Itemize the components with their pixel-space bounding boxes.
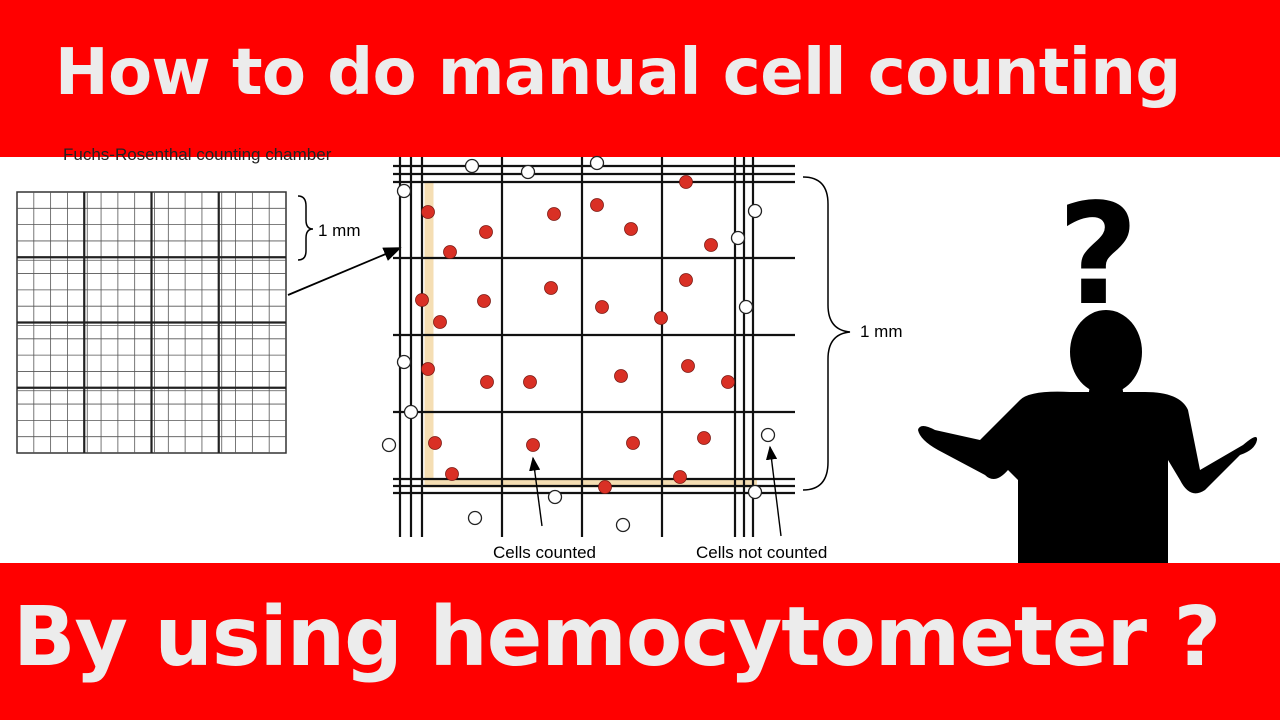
right-scale-brace [802, 176, 851, 491]
subtitle-text: By using hemocytometer ? [13, 590, 1221, 685]
right-scale-label: 1 mm [860, 322, 903, 341]
uncounted-cell [730, 230, 746, 246]
counted-cell [428, 436, 442, 450]
left-scale-brace [297, 195, 314, 261]
chamber-label: Fuchs-Rosenthal counting chamber [63, 145, 332, 164]
zoom-pointer-arrow [287, 247, 402, 296]
counted-cell [480, 375, 494, 389]
question-mark: ? [1057, 174, 1138, 337]
counted-cell [547, 207, 561, 221]
uncounted-cell [403, 404, 419, 420]
uncounted-cell [396, 183, 412, 199]
subtitle-banner [0, 563, 1280, 720]
counted-cell [477, 294, 491, 308]
uncounted-cell [589, 155, 605, 171]
cells-counted-caption: Cells counted [493, 543, 597, 562]
counted-cell [526, 438, 540, 452]
uncounted-cell [547, 489, 563, 505]
cells-not-counted-caption: Cells not counted [696, 543, 828, 562]
uncounted-cell [615, 517, 631, 533]
counted-cell [590, 198, 604, 212]
counted-cell [595, 300, 609, 314]
counting-chamber-grid [16, 191, 287, 454]
counted-cell [673, 470, 687, 484]
counted-cell [624, 222, 638, 236]
counted-cell [704, 238, 718, 252]
title-banner [0, 0, 1280, 157]
uncounted-cell [464, 158, 480, 174]
uncounted-cell [760, 427, 776, 443]
counted-cell [415, 293, 429, 307]
counted-caption-arrow [529, 456, 543, 527]
counted-cell [421, 205, 435, 219]
counted-cell [697, 431, 711, 445]
counted-cell [681, 359, 695, 373]
counted-cell [654, 311, 668, 325]
counted-cell [479, 225, 493, 239]
zoomed-square [381, 155, 795, 537]
counted-cell [433, 315, 447, 329]
counted-cell [523, 375, 537, 389]
counted-cell [445, 467, 459, 481]
confused-person-silhouette: ? [918, 174, 1258, 563]
uncounted-cell [747, 203, 763, 219]
counted-cell [679, 175, 693, 189]
uncounted-cell [467, 510, 483, 526]
uncounted-cell [381, 437, 397, 453]
counted-cell [544, 281, 558, 295]
counted-cell [421, 362, 435, 376]
counted-cell [614, 369, 628, 383]
counted-cell [679, 273, 693, 287]
uncounted-cell [396, 354, 412, 370]
uncounted-cell [520, 164, 536, 180]
counting-border-highlight [424, 183, 757, 488]
left-scale-label: 1 mm [318, 221, 361, 240]
uncounted-cell [738, 299, 754, 315]
counted-cell [626, 436, 640, 450]
title-text: How to do manual cell counting [55, 36, 1181, 110]
counted-cell [598, 480, 612, 494]
counted-cell [721, 375, 735, 389]
not-counted-caption-arrow [765, 445, 782, 537]
counted-cell [443, 245, 457, 259]
uncounted-cell [747, 484, 763, 500]
